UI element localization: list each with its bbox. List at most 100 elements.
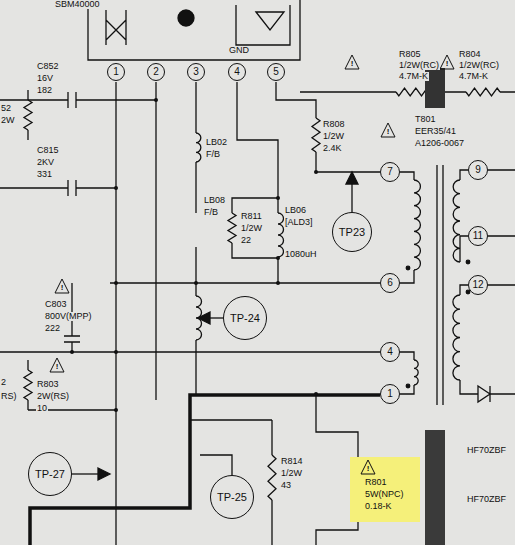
part-label: [ALD3] [284,218,314,227]
part-label: F/B [205,150,221,159]
part-label: 1/2W [240,224,263,233]
part-label: R814 [280,457,304,466]
test-point: TP-27 [28,452,72,496]
resistor-symbol [228,213,236,243]
part-label: 1/2W(RC) [458,61,500,70]
pin-circle: 5 [267,63,285,81]
pin-number: 9 [475,165,481,175]
part-label: 22 [240,236,252,245]
part-label: F/B [203,208,219,217]
part-label: C852 [36,62,60,71]
pin-number: 4 [234,67,240,77]
part-label: 182 [36,86,53,95]
part-label: R805 [398,50,422,59]
pin-number: 12 [472,280,483,290]
part-label: 2.4K [322,144,343,153]
part-label: R804 [458,50,482,59]
part-label: 16V [36,74,54,83]
part-label: LB08 [203,196,226,205]
pin-number: 7 [387,167,393,177]
part-label: 331 [36,170,53,179]
part-label: R808 [322,120,346,129]
pin-number: 3 [193,67,199,77]
part-label: 2KV [36,158,55,167]
part-label: 1/2W [322,132,345,141]
pin-number: 1 [387,389,393,399]
pin-circle: 3 [187,63,205,81]
part-label: C803 [44,300,68,309]
test-point-name: TP-25 [217,492,247,503]
part-label: R801 [364,478,388,487]
pin-circle: 6 [380,273,400,293]
pin-circle: 2 [147,63,165,81]
part-label: 52 [0,104,12,113]
part-label: LB06 [284,206,307,215]
test-point-name: TP23 [339,227,365,238]
part-label: 1/2W(RC) [398,61,440,70]
pin-number: 11 [473,231,483,241]
part-label: 4.7M-K [398,72,429,81]
inductor-coil [414,180,420,270]
warning-mark: ! [53,363,61,371]
part-label: EER35/41 [414,127,457,136]
part-label: 4.7M-K [458,72,489,81]
test-point: TP-24 [223,296,267,340]
warning-mark: ! [364,465,372,473]
part-label: 5W(NPC) [364,490,405,499]
test-point-name: TP-27 [35,469,65,480]
pin-circle: 9 [468,160,488,180]
pin-circle: 4 [380,342,400,362]
warning-mark: ! [348,60,356,68]
pin-number: 4 [387,347,393,357]
pin-number: 2 [153,67,159,77]
resistor-symbol [466,88,500,96]
part-label: 43 [280,481,292,490]
resistor-symbol [24,100,32,130]
part-label: GND [228,46,250,55]
part-label: A1206-0067 [414,139,465,148]
pin-circle: 11 [468,226,488,246]
part-label: 1080uH [284,250,318,259]
resistor-symbol [396,88,430,96]
warning-mark: ! [443,60,451,68]
inductor-coil [453,295,460,380]
warning-mark: ! [384,128,392,136]
pin-circle: 1 [380,384,400,404]
test-point-name: TP-24 [230,313,260,324]
resistor-symbol [268,455,276,500]
test-point: TP-25 [210,475,254,519]
part-label: SBM40000 [54,0,101,9]
part-label: 0.18-K [364,502,393,511]
part-label: R803 [36,380,60,389]
part-label: HF70ZBF [466,495,507,504]
part-label: 1/2W [280,469,303,478]
part-label: 2 [0,378,7,387]
inductor-coil [278,213,284,257]
pin-number: 5 [273,67,279,77]
pin-circle: 4 [228,63,246,81]
pin-number: 6 [387,278,393,288]
part-label: 10 [36,404,48,413]
pin-circle: 7 [380,162,400,182]
resistor-symbol [312,118,320,152]
part-label: T801 [414,115,437,124]
part-label: R811 [240,212,263,221]
part-label: 2W(RS) [36,392,70,401]
part-label: HF70ZBF [466,446,507,455]
pin-number: 1 [113,67,119,77]
part-label: 222 [44,324,61,333]
inductor-coil [196,133,201,162]
pin-circle: 1 [107,63,125,81]
warning-mark: ! [58,284,66,292]
pin-circle: 12 [468,275,488,295]
resistor-symbol [24,370,32,400]
inductor-coil [453,180,460,262]
part-label: 800V(MPP) [44,312,93,321]
inductor-coil [414,360,418,385]
part-label: C815 [36,146,60,155]
part-label: 2W [0,116,16,125]
test-point: TP23 [332,212,372,252]
part-label: RS) [0,392,18,401]
